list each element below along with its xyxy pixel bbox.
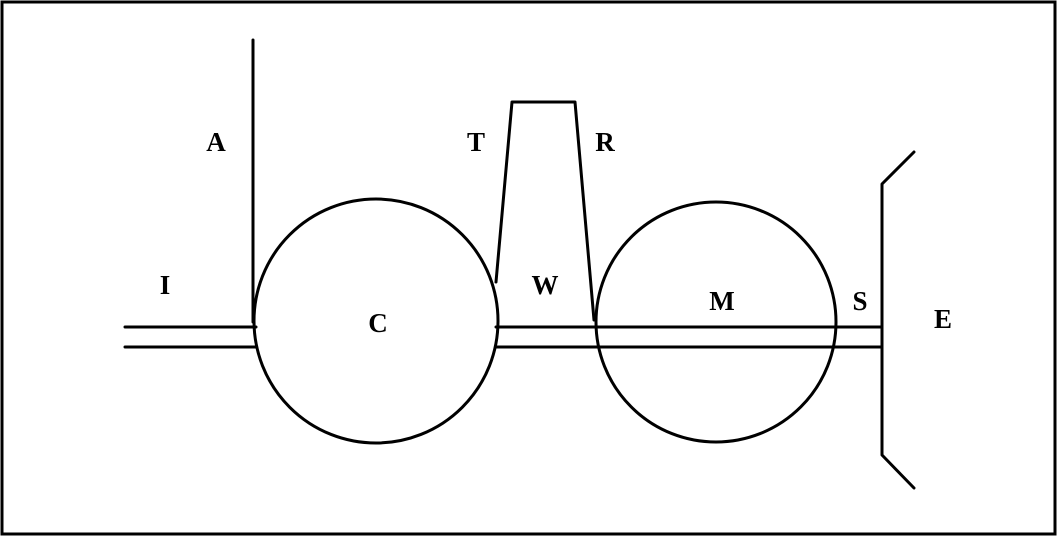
trapezoid-tr	[494, 100, 596, 322]
label-e: E	[934, 304, 952, 334]
label-w: W	[532, 270, 559, 300]
label-r: R	[595, 127, 615, 157]
label-i: I	[160, 270, 171, 300]
circle-m	[594, 200, 838, 444]
label-s: S	[852, 286, 867, 316]
label-t: T	[467, 127, 485, 157]
label-c: C	[368, 308, 388, 338]
circle-c	[252, 197, 500, 445]
label-a: A	[206, 127, 226, 157]
bracket-e	[880, 150, 916, 490]
label-m: M	[709, 286, 734, 316]
